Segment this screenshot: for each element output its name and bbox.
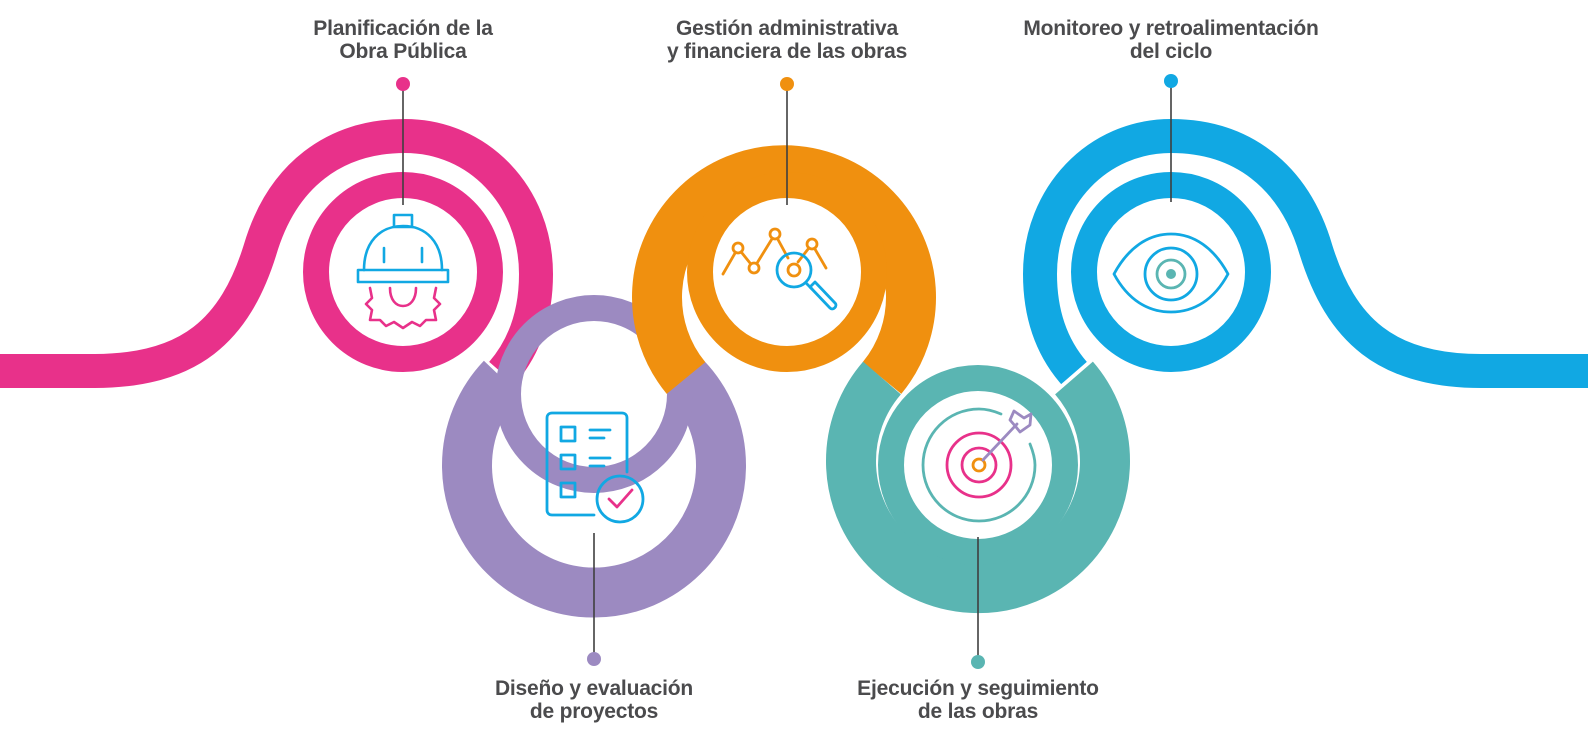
teal-inner-ring	[878, 365, 1079, 565]
eye-icon	[1112, 232, 1230, 314]
analytics-magnifier-icon	[721, 227, 838, 311]
label-planificacion-line1: Planificación de la	[313, 17, 493, 40]
label-ejecucion: Ejecución y seguimiento de las obras	[788, 677, 1168, 723]
label-ejecucion-line2: de las obras	[917, 700, 1039, 723]
purple-stem	[587, 533, 601, 666]
label-diseno: Diseño y evaluación de proyectos	[404, 677, 784, 723]
label-diseno-line2: de proyectos	[529, 700, 659, 723]
pink-band	[0, 118, 554, 388]
label-diseno-line1: Diseño y evaluación	[494, 677, 694, 700]
checklist-icon	[545, 411, 645, 524]
blue-inner-ring	[1071, 172, 1272, 372]
label-monitoreo-line2: del ciclo	[1129, 40, 1213, 63]
orange-band	[632, 145, 936, 394]
orange-inner-ring	[687, 172, 888, 372]
label-gestion-line1: Gestión administrativa	[676, 17, 898, 40]
hard-hat-gear-icon	[356, 213, 450, 330]
pink-stem	[396, 77, 410, 205]
orange-stem	[780, 77, 794, 205]
label-gestion: Gestión administrativa y financiera de l…	[597, 17, 977, 63]
label-monitoreo: Monitoreo y retroalimentación del ciclo	[981, 17, 1361, 63]
label-ejecucion-line1: Ejecución y seguimiento	[857, 677, 1099, 700]
label-planificacion-line2: Obra Pública	[339, 40, 467, 63]
purple-inner-ring	[495, 295, 694, 493]
label-gestion-line2: y financiera de las obras	[666, 40, 908, 63]
pink-inner-ring	[303, 172, 504, 372]
teal-stem	[971, 537, 985, 669]
blue-band	[1022, 118, 1588, 388]
label-monitoreo-line1: Monitoreo y retroalimentación	[1023, 17, 1319, 40]
blue-stem	[1164, 74, 1178, 202]
target-arrow-icon	[921, 407, 1037, 523]
label-planificacion: Planificación de la Obra Pública	[213, 17, 593, 63]
